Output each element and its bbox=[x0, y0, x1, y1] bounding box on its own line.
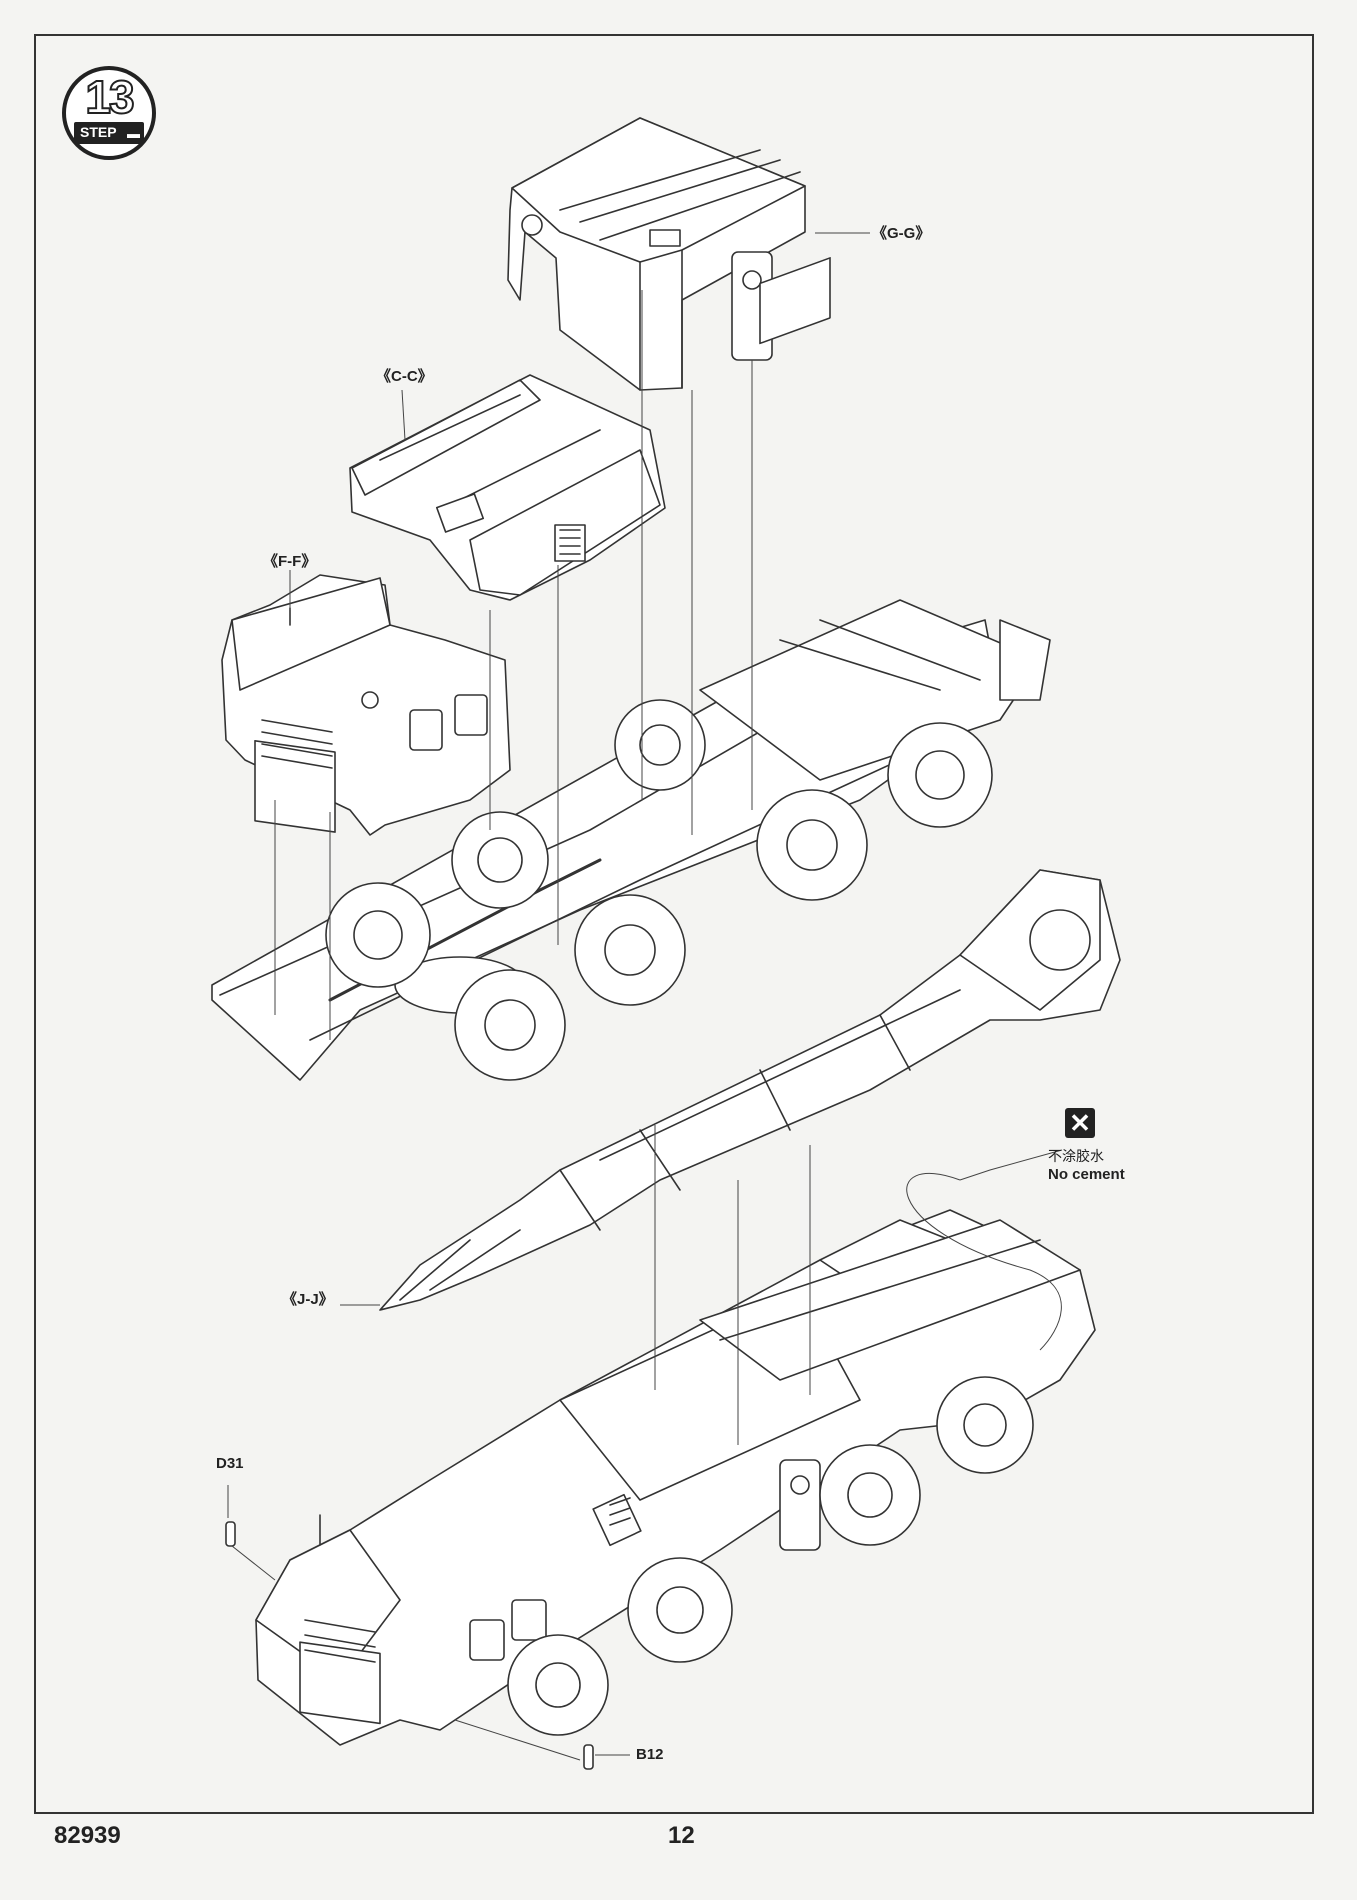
no-cement-label-cn: 不涂胶水 bbox=[1048, 1149, 1104, 1165]
label-d31: D31 bbox=[216, 1455, 244, 1472]
tank-icon: ▬ bbox=[127, 126, 140, 141]
step-word: STEP bbox=[80, 124, 117, 140]
label-j-j: 《J-J》 bbox=[282, 1291, 334, 1308]
lower-wheels bbox=[507, 1376, 1034, 1736]
step-number: 13 bbox=[84, 71, 135, 123]
label-c-c: 《C-C》 bbox=[376, 368, 433, 385]
label-g-g: 《G-G》 bbox=[872, 225, 931, 242]
part-f-f-cab bbox=[221, 574, 511, 836]
step-bar bbox=[74, 122, 144, 144]
no-cement-icon: ✕ bbox=[1065, 1108, 1095, 1138]
guide-lines bbox=[227, 232, 1063, 1761]
no-cement-label-en: No cement bbox=[1048, 1166, 1125, 1183]
part-c-c-module bbox=[349, 374, 666, 601]
part-g-g-module bbox=[507, 117, 806, 391]
product-code: 82939 bbox=[54, 1822, 121, 1849]
part-j-j-missile bbox=[379, 869, 1121, 1311]
part-b12 bbox=[583, 1744, 594, 1770]
label-f-f: 《F-F》 bbox=[263, 553, 317, 570]
upper-wheels bbox=[325, 699, 993, 1081]
label-b12: B12 bbox=[636, 1746, 664, 1763]
page-border bbox=[34, 34, 1314, 1814]
assembled-vehicle bbox=[255, 1209, 1096, 1746]
page-number: 12 bbox=[668, 1822, 695, 1849]
step-badge: 13 STEP ▬ bbox=[62, 66, 156, 160]
part-d31 bbox=[225, 1521, 236, 1547]
